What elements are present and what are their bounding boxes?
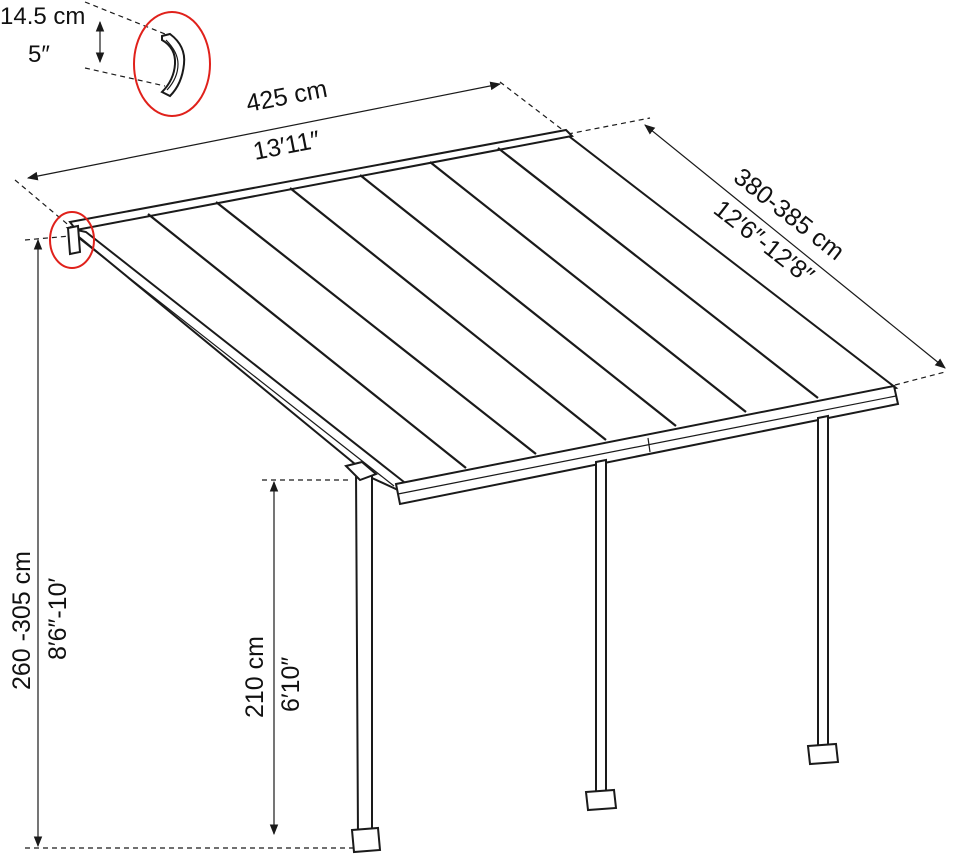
post-base-right [806,742,840,766]
post-right [817,414,829,752]
depth-dimension [567,117,946,386]
wall-height-metric: 260 -305 cm [8,551,36,690]
wall-mount-callout-circle [49,211,95,269]
gutter-height-metric: 14.5 cm [0,3,85,30]
width-dimension [14,81,569,229]
wall-mount-end [66,224,82,256]
post-height-metric: 210 cm [241,636,269,718]
panel-divider [147,213,467,469]
gutter-height-imperial: 5″ [28,41,50,68]
post-base-middle [584,788,618,812]
panel-divider [215,201,537,455]
post-middle [595,458,607,798]
post-height-dimension [262,479,352,836]
panel-divider [497,147,819,399]
gutter-callout-circle [133,11,211,117]
roof [49,128,900,506]
gutter-profile-icon [160,32,186,98]
post-left [354,468,373,840]
panel-divider [359,174,677,427]
width-metric: 425 cm [244,75,330,118]
gutter-detail [84,1,211,117]
wall-height-dimension [24,235,360,849]
post-height-imperial: 6′10″ [277,657,305,712]
posts [344,414,840,854]
post-base-left [350,826,382,854]
wall-height-imperial: 8′6″-10′ [44,578,72,660]
panel-divider [429,161,747,413]
panel-divider [289,187,607,441]
